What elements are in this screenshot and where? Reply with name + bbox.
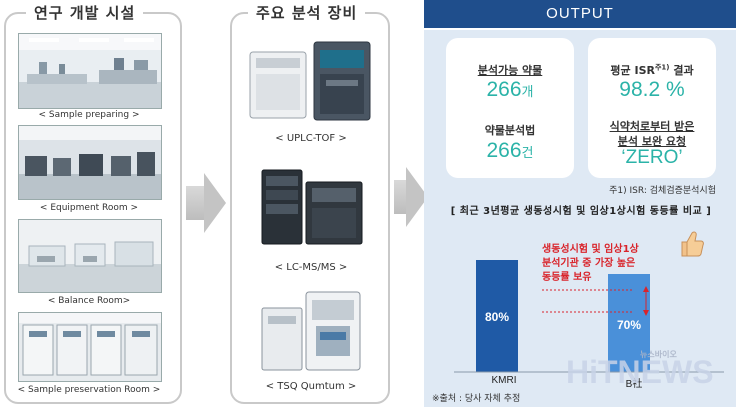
flow-arrow-1	[186, 186, 204, 220]
annotation-line-1: 생동성시험 및 임상1상	[542, 244, 639, 255]
category-kmri: KMRI	[491, 375, 517, 386]
isr-footnote-marker: 주1)	[654, 63, 670, 72]
watermark-logo: HiTNEWS	[566, 354, 714, 390]
isr-footnote: 주1) ISR: 검체검증분석시험	[609, 186, 716, 196]
balance-room-photo	[18, 219, 162, 293]
analyzable-drugs-value: 266개	[446, 78, 574, 102]
isr-label: 평균 ISR주1) 결과	[588, 62, 716, 78]
category-b-company: B社	[625, 379, 643, 390]
facilities-title: 연구 개발 시설	[26, 2, 144, 23]
flow-arrow-2	[394, 180, 406, 214]
mfds-request-label-1: 식약처로부터 받은	[609, 120, 695, 133]
annotation-line-3: 동등률 보유	[542, 272, 592, 283]
sample-preservation-caption: < Sample preservation Room >	[17, 385, 161, 395]
source-note: ※출처 : 당사 자체 추정	[432, 394, 521, 404]
isr-label-post: 결과	[669, 64, 694, 77]
quality-stats-card	[588, 38, 716, 178]
tsq-quantum-caption: < TSQ Qumtum >	[265, 381, 357, 392]
equipment-room-caption: < Equipment Room >	[39, 203, 139, 213]
analysis-stats-card	[446, 38, 574, 178]
analyzable-drugs-label: 분석가능 약물	[477, 64, 543, 77]
drug-methods-label: 약물분석법	[484, 124, 536, 137]
balance-room-caption: < Balance Room>	[47, 296, 131, 306]
analyzable-drugs-unit: 개	[521, 84, 534, 99]
equivalence-rate-chart	[454, 260, 724, 373]
annotation-line-2: 분석기관 중 가장 높은	[542, 258, 636, 269]
flow-arrow-2-head	[406, 167, 428, 227]
gap-arrow-head-down	[643, 310, 649, 316]
sample-preservation-photo	[18, 312, 162, 382]
uplc-tof-image	[246, 38, 376, 124]
isr-value: 98.2 %	[619, 78, 685, 101]
lc-ms-ms-image	[256, 160, 366, 248]
thumbs-up-icon	[681, 231, 704, 257]
bar-kmri-label: 80%	[484, 310, 510, 325]
bar-kmri	[476, 260, 518, 372]
uplc-tof-caption: < UPLC-TOF >	[275, 133, 347, 144]
sample-preparing-photo	[18, 33, 162, 109]
flow-arrow-1-head	[204, 173, 226, 233]
isr-label-pre: 평균 ISR	[610, 64, 655, 77]
drug-methods-unit: 건	[521, 145, 534, 160]
sample-preparing-caption: < Sample preparing >	[38, 110, 140, 120]
drug-methods-number: 266	[486, 139, 522, 162]
bar-b-company-label: 70%	[616, 318, 642, 333]
equipment-title: 주요 분석 장비	[248, 2, 366, 23]
analyzable-drugs-number: 266	[486, 78, 522, 101]
lc-ms-ms-caption: < LC-MS/MS >	[274, 262, 348, 273]
tsq-quantum-image	[256, 286, 366, 374]
mfds-request-value: ‘ZERO’	[621, 147, 683, 168]
watermark-sub: 뉴스바이오	[640, 350, 677, 359]
output-header: OUTPUT	[424, 0, 736, 28]
mfds-request-label-2: 분석 보완 요청	[617, 135, 687, 148]
comparison-title: [ 최근 3년평균 생동성시험 및 임상1상시험 동등률 비교 ]	[450, 206, 712, 217]
equipment-room-photo	[18, 125, 162, 200]
gap-arrow-head-up	[643, 286, 649, 292]
drug-methods-value: 266건	[446, 139, 574, 163]
